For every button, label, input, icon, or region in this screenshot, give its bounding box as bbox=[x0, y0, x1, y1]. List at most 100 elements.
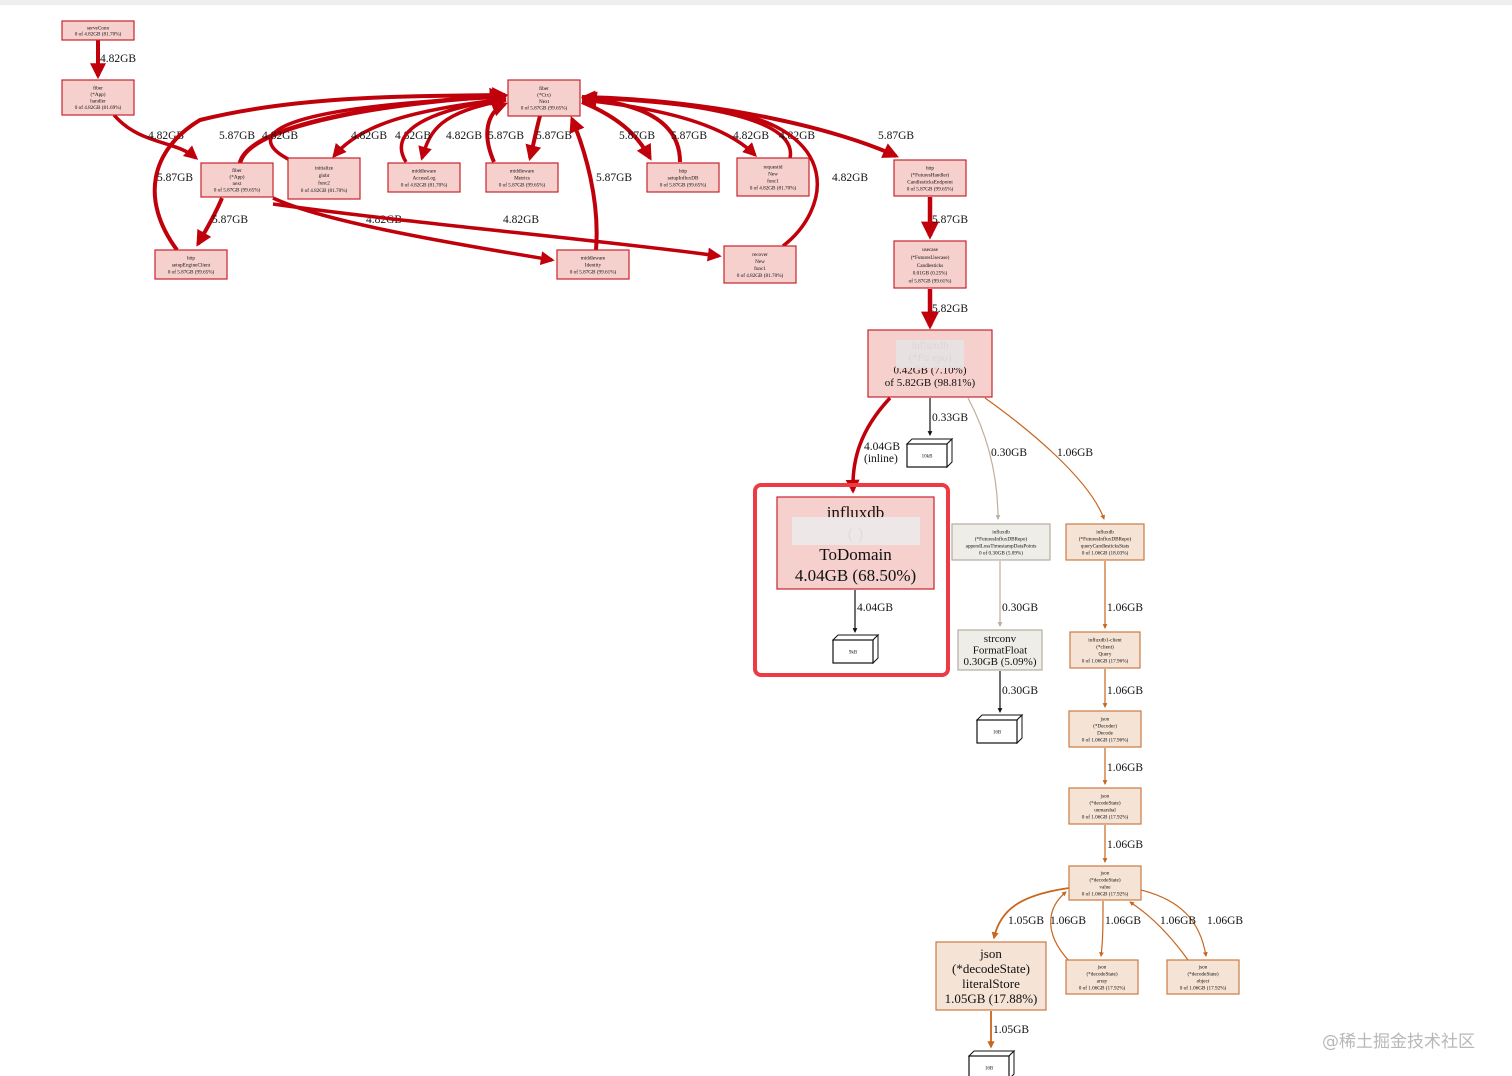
call-edge-appnext-identity[interactable]: 4.82GB bbox=[272, 196, 555, 266]
node-label-line: fiber bbox=[539, 85, 549, 92]
node-label-line: Metrics bbox=[514, 176, 530, 182]
node-box bbox=[485, 162, 559, 193]
node-influxdb-query[interactable]: influxdb(*FuturesInfluxDBRepo)queryCandl… bbox=[1065, 523, 1145, 561]
call-edge-appnext-engine[interactable]: 5.87GB bbox=[196, 197, 248, 247]
edge-line bbox=[984, 397, 1105, 520]
call-edge-handler-usecase[interactable]: 5.87GB bbox=[921, 197, 968, 240]
call-edge-client-decode[interactable]: 1.06GB bbox=[1102, 669, 1143, 708]
node-label-line: (*App) bbox=[91, 91, 106, 98]
node-box bbox=[61, 79, 135, 116]
alloc-leaf-16b-a[interactable]: 16B bbox=[975, 713, 1024, 745]
call-edge-serve-handler[interactable]: 4.82GB bbox=[90, 40, 136, 80]
call-edge-metrics-ctx[interactable]: 5.87GB bbox=[485, 101, 524, 163]
call-edge-append-strconv[interactable]: 0.30GB bbox=[997, 561, 1038, 627]
call-edge-appnext-recover[interactable]: 4.82GB bbox=[272, 202, 722, 262]
edge-line bbox=[581, 100, 652, 161]
leaf-side bbox=[1008, 1049, 1015, 1076]
call-edge-value-literal[interactable]: 1.05GB bbox=[991, 887, 1070, 940]
node-label-line: next bbox=[233, 181, 242, 187]
node-influxdb-append[interactable]: influxdb(*FuturesInfluxDBRepo)appendLoss… bbox=[951, 523, 1051, 561]
node-box bbox=[200, 162, 274, 198]
call-edge-engine-ctx[interactable]: 5.87GB bbox=[152, 87, 509, 252]
node-box bbox=[1068, 787, 1142, 825]
call-edge-ctx-requestid[interactable]: 4.82GB bbox=[581, 98, 769, 157]
call-edge-strconv-16b[interactable]: 0.30GB bbox=[997, 671, 1038, 713]
node-box bbox=[935, 941, 1047, 1011]
edge-label: 1.06GB bbox=[1160, 915, 1196, 927]
node-box bbox=[646, 162, 720, 193]
call-edge-usecase-repo[interactable]: 5.82GB bbox=[921, 289, 968, 330]
leaf-side bbox=[1016, 713, 1023, 745]
alloc-leaf-10kb[interactable]: 10kB bbox=[905, 437, 954, 469]
call-edge-decode-unmarshal[interactable]: 1.06GB bbox=[1102, 748, 1143, 785]
node-usecase-candlesticks[interactable]: usecase(*FuturesUsecase)Candlesticks0.01… bbox=[893, 240, 967, 289]
alloc-leaf-9kb[interactable]: 9kB bbox=[831, 633, 880, 665]
call-edge-query-client[interactable]: 1.06GB bbox=[1102, 561, 1143, 629]
node-label-line: unmarshal bbox=[1094, 808, 1116, 814]
call-edge-todomain-9kb[interactable]: 4.04GB bbox=[852, 590, 893, 633]
edge-line bbox=[196, 197, 224, 247]
call-edge-ctx-metrics[interactable]: 5.87GB bbox=[525, 115, 572, 162]
redaction-blur bbox=[792, 517, 920, 545]
leaf-label: 16B bbox=[993, 731, 1002, 736]
call-edge-repo-todomain[interactable]: 4.04GB(inline) bbox=[845, 396, 901, 494]
call-edge-handler-appnext[interactable]: 4.82GB bbox=[112, 113, 199, 160]
call-edge-recover-ctx[interactable]: 4.82GB bbox=[581, 91, 868, 248]
call-edge-unmarshal-value[interactable]: 1.06GB bbox=[1102, 825, 1143, 863]
call-edge-literal-16b[interactable]: 1.05GB bbox=[987, 1011, 1029, 1049]
call-edge-object-value[interactable]: 1.06GB bbox=[1129, 901, 1196, 961]
node-http-futureshandler[interactable]: http(*FuturesHandler)CandlesticksEndpoin… bbox=[893, 159, 967, 197]
node-label-line: 0 of 5.87GB (99.65%) bbox=[214, 187, 261, 194]
edge-line bbox=[1129, 901, 1189, 961]
node-label-line: New bbox=[755, 259, 765, 265]
node-label-line: appendLossTimestampDataPoints bbox=[966, 544, 1037, 550]
alloc-leaf-16b-b[interactable]: 16B bbox=[967, 1049, 1016, 1076]
node-label-line: func1 bbox=[754, 265, 766, 272]
leaves-layer: 10kB 9kB 16B 16B bbox=[831, 437, 1024, 1076]
call-edge-repo-append[interactable]: 0.30GB bbox=[967, 397, 1027, 520]
node-box bbox=[1065, 523, 1145, 561]
call-edge-identity-ctx[interactable]: 5.87GB bbox=[569, 116, 632, 251]
call-edge-repo-query[interactable]: 1.06GB bbox=[984, 397, 1105, 520]
call-edge-repo-10kb[interactable]: 0.33GB bbox=[927, 398, 968, 436]
edge-label: 1.06GB bbox=[1107, 602, 1143, 614]
edge-label: 1.06GB bbox=[1050, 915, 1086, 927]
edge-line bbox=[152, 87, 509, 252]
node-box bbox=[1065, 959, 1139, 995]
node-label-line: (*FuturesUsecase) bbox=[911, 254, 950, 261]
node-label-line: (*client) bbox=[1096, 644, 1114, 651]
call-edge-glob-ctx[interactable]: 4.82GB bbox=[262, 90, 507, 162]
node-label-line: json bbox=[979, 946, 1002, 961]
leaf-label: 16B bbox=[985, 1067, 994, 1072]
call-edge-access-ctx[interactable]: 4.82GB bbox=[399, 93, 507, 163]
node-label-line: 0 of 1.06GB (17.96%) bbox=[1082, 737, 1129, 744]
call-edge-value-object[interactable]: 1.06GB bbox=[1140, 889, 1243, 957]
call-edge-array-value[interactable]: 1.06GB bbox=[1050, 891, 1086, 963]
edge-label: 1.05GB bbox=[1008, 915, 1044, 927]
call-edge-value-array[interactable]: 1.06GB bbox=[1099, 900, 1141, 957]
call-edge-ctx-setupinflux[interactable]: 5.87GB bbox=[581, 100, 655, 161]
node-label-line: Identity bbox=[585, 263, 602, 269]
edge-line bbox=[485, 101, 508, 163]
